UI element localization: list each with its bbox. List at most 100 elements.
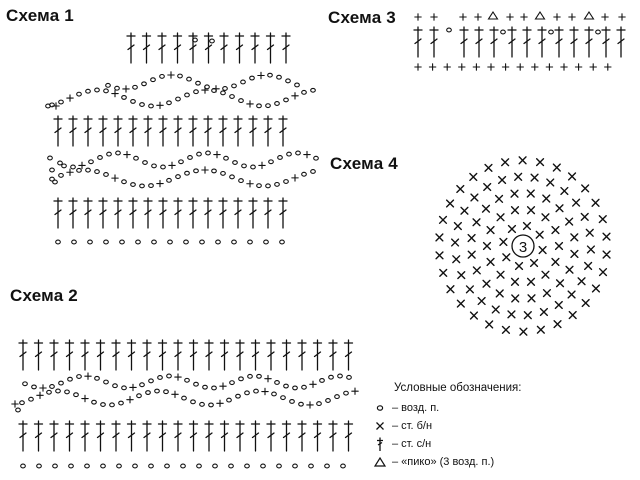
- chain-icon: [274, 101, 280, 106]
- chain-icon: [164, 463, 170, 469]
- chain-icon: [130, 98, 136, 104]
- double-crochet-icon: [537, 26, 547, 58]
- single-crochet-icon: [372, 418, 388, 434]
- slip-stitch-icon: [11, 400, 19, 408]
- chain-icon: [20, 463, 26, 469]
- double-crochet-icon: [248, 197, 258, 229]
- chain-icon: [175, 174, 181, 180]
- double-crochet-icon: [33, 339, 44, 371]
- double-crochet-icon: [157, 32, 167, 64]
- chain-icon: [118, 400, 124, 406]
- double-crochet-icon: [281, 420, 292, 452]
- single-crochet-icon: [477, 296, 486, 306]
- single-crochet-icon: [551, 225, 560, 235]
- single-crochet-icon: [560, 186, 569, 196]
- single-crochet-icon: [584, 261, 593, 271]
- double-crochet-icon: [218, 115, 228, 147]
- chain-icon: [247, 373, 253, 379]
- single-crochet-icon: [565, 265, 574, 274]
- double-crochet-icon: [142, 420, 152, 452]
- double-crochet-icon: [569, 26, 579, 58]
- slip-stitch-icon: [459, 13, 467, 21]
- single-crochet-icon: [586, 245, 596, 254]
- slip-stitch-icon: [414, 63, 422, 71]
- chain-icon: [292, 385, 298, 391]
- chain-icon: [47, 155, 53, 161]
- single-crochet-icon: [530, 173, 539, 182]
- double-crochet-icon: [18, 420, 28, 452]
- slip-stitch-icon: [258, 161, 266, 170]
- single-crochet-icon: [472, 218, 481, 227]
- slip-stitch-icon: [443, 63, 451, 71]
- double-crochet-icon: [234, 32, 245, 64]
- single-crochet-icon: [536, 325, 545, 334]
- chain-icon: [193, 168, 199, 174]
- scheme-3-title: Схема 3: [328, 8, 396, 27]
- single-crochet-icon: [467, 250, 476, 259]
- single-crochet-icon: [467, 233, 476, 243]
- slip-stitch-icon: [516, 63, 524, 71]
- double-crochet-icon: [250, 32, 260, 64]
- chain-icon: [115, 150, 121, 156]
- chain-icon: [226, 397, 232, 403]
- chain-icon: [148, 183, 154, 189]
- double-crochet-icon: [157, 420, 168, 452]
- chain-icon: [253, 388, 259, 394]
- single-crochet-icon: [546, 178, 555, 187]
- double-crochet-icon: [173, 115, 183, 147]
- double-crochet-icon: [278, 197, 288, 229]
- slip-stitch-icon: [84, 372, 92, 380]
- single-crochet-icon: [539, 307, 549, 317]
- chain-icon: [196, 463, 202, 469]
- single-crochet-icon: [581, 184, 590, 193]
- single-crochet-icon: [485, 320, 494, 329]
- slip-stitch-icon: [246, 100, 254, 108]
- single-crochet-icon: [511, 294, 520, 303]
- double-crochet-icon: [64, 339, 75, 371]
- chain-icon: [548, 29, 554, 35]
- slip-stitch-icon: [66, 168, 74, 177]
- single-crochet-icon: [501, 325, 511, 334]
- slip-stitch-icon: [219, 382, 227, 390]
- single-crochet-icon: [496, 270, 505, 279]
- double-crochet-icon: [157, 339, 168, 371]
- double-crochet-icon: [343, 339, 354, 371]
- single-crochet-icon: [452, 255, 461, 264]
- double-crochet-icon: [248, 115, 258, 147]
- single-crochet-icon: [526, 189, 535, 198]
- single-crochet-icon: [565, 217, 574, 226]
- slip-stitch-icon: [156, 179, 164, 188]
- single-crochet-icon: [453, 221, 462, 231]
- chain-icon: [343, 390, 349, 396]
- chain-icon: [22, 381, 28, 387]
- slip-stitch-icon: [589, 63, 597, 71]
- double-crochet-icon: [312, 420, 323, 452]
- chain-icon: [215, 239, 221, 245]
- single-crochet-icon: [456, 184, 465, 194]
- double-crochet-icon: [203, 32, 214, 64]
- chain-icon: [148, 378, 154, 384]
- slip-stitch-icon: [430, 13, 438, 21]
- single-crochet-icon: [570, 249, 579, 259]
- chain-icon: [211, 385, 217, 391]
- single-crochet-icon: [499, 237, 508, 247]
- chain-icon: [28, 396, 34, 402]
- chain-icon: [196, 151, 202, 157]
- chain-icon: [85, 88, 91, 94]
- double-crochet-icon: [68, 115, 78, 147]
- single-crochet-icon: [456, 299, 465, 308]
- single-crochet-icon: [541, 270, 550, 279]
- chain-icon: [121, 179, 127, 185]
- slip-stitch-icon: [291, 92, 299, 100]
- chain-icon: [154, 388, 160, 394]
- chain-icon: [193, 381, 199, 387]
- double-crochet-icon: [188, 420, 199, 452]
- single-crochet-icon: [554, 300, 563, 310]
- double-crochet-icon: [126, 339, 137, 371]
- double-crochet-icon: [474, 26, 484, 58]
- chain-icon: [286, 151, 292, 157]
- chain-icon: [211, 168, 217, 174]
- single-crochet-icon: [591, 284, 601, 293]
- chain-icon: [148, 463, 154, 469]
